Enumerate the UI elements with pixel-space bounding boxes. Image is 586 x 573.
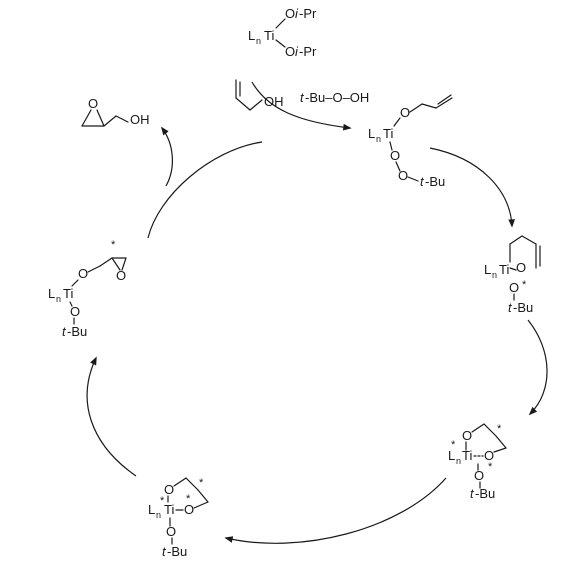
complex3-tbu-oxygen: O xyxy=(474,468,484,483)
complex1-tbu-prefix: t xyxy=(420,174,425,189)
oxidant-label: -Bu–O–OH xyxy=(305,90,369,105)
catalyst-ti-isopropoxide: L n Ti O i -Pr O i -Pr xyxy=(248,6,317,59)
complex5-tbu-oxygen: O xyxy=(70,304,80,319)
complex5-stereo-star: * xyxy=(111,239,116,251)
complex4-star-o: * xyxy=(186,493,191,505)
complex1-metal: Ti xyxy=(383,126,393,141)
complex5-ligand-subscript: n xyxy=(56,294,61,304)
complex4-ligand-subscript: n xyxy=(156,510,161,520)
complex3-star-c: * xyxy=(497,423,502,435)
cycle-arrow-ligand-exchange xyxy=(251,81,352,131)
complex5-metal: Ti xyxy=(63,286,73,301)
allyl-alcohol: OH xyxy=(235,79,284,111)
complex2-oxygen-b: O xyxy=(509,280,519,295)
catalyst-ipr-b-prefix: i xyxy=(295,44,299,59)
complex1-ligand: L xyxy=(368,126,375,141)
complex4-star-ti: * xyxy=(160,495,165,507)
complex5-epox-oxygen: O xyxy=(116,268,126,283)
complex2-ligand: L xyxy=(484,262,491,277)
complex-transition-state-bottom: L n * Ti O * O * O t -Bu xyxy=(148,477,209,559)
oxidant-tbuooh: t -Bu–O–OH xyxy=(300,90,369,105)
complex-transition-state-right: L n * Ti O * O * O t -Bu xyxy=(448,423,507,501)
cycle-arrow-4-to-5 xyxy=(86,356,137,477)
complex2-oxygen-a: O xyxy=(516,260,526,275)
complex4-ring-oxygen: O xyxy=(164,482,174,497)
cycle-arrow-2-to-3 xyxy=(527,319,548,416)
catalyst-ligand-subscript: n xyxy=(256,36,261,46)
complex3-star-ti: * xyxy=(451,439,456,451)
complex4-tbu-oxygen: O xyxy=(166,524,176,539)
allyl-alcohol-oh: OH xyxy=(264,94,284,109)
complex4-ligand: L xyxy=(148,502,155,517)
complex1-tbu-suffix: -Bu xyxy=(425,174,445,189)
complex2-ligand-subscript: n xyxy=(492,270,497,280)
complex2-metal: Ti xyxy=(499,262,509,277)
complex3-tbu-prefix: t xyxy=(470,486,475,501)
complex5-ligand: L xyxy=(48,286,55,301)
complex4-epox-oxygen: O xyxy=(184,502,194,517)
glycidol-epoxide-o: O xyxy=(88,96,98,111)
complex5-tbu-suffix: -Bu xyxy=(67,324,87,339)
complex3-epox-oxygen: O xyxy=(484,448,494,463)
complex1-allyl-oxygen: O xyxy=(400,105,410,120)
cycle-arrow-5-to-1 xyxy=(147,141,263,239)
catalyst-ipr-b-suffix: -Pr xyxy=(299,44,317,59)
complex-epoxy-alkoxide: L n Ti O O * O t -Bu xyxy=(48,239,127,339)
complex3-ligand: L xyxy=(448,448,455,463)
complex2-tbu-prefix: t xyxy=(508,300,513,315)
complex3-tbu-suffix: -Bu xyxy=(475,486,495,501)
catalyst-oxygen-b: O xyxy=(285,44,295,59)
complex1-peroxo-o2: O xyxy=(398,168,408,183)
complex2-stereo-star: * xyxy=(522,279,527,291)
cycle-arrow-3-to-4 xyxy=(224,477,447,544)
complex2-tbu-suffix: -Bu xyxy=(513,300,533,315)
complex-olefin-coordinated: L n Ti O O * t -Bu xyxy=(484,235,541,315)
complex3-ligand-subscript: n xyxy=(456,456,461,466)
catalyst-ipr-a-prefix: i xyxy=(295,6,299,21)
complex3-metal: Ti xyxy=(462,448,472,463)
complex4-tbu-suffix: -Bu xyxy=(167,544,187,559)
complex1-ligand-subscript: n xyxy=(376,134,381,144)
glycidol-oh: OH xyxy=(130,112,150,127)
complex5-tbu-prefix: t xyxy=(62,324,67,339)
catalyst-metal: Ti xyxy=(264,28,274,43)
complex3-ring-oxygen: O xyxy=(462,428,472,443)
oxidant-prefix: t xyxy=(300,90,305,105)
catalyst-oxygen-a: O xyxy=(285,6,295,21)
complex4-metal: Ti xyxy=(164,502,174,517)
complex1-peroxo-o1: O xyxy=(390,148,400,163)
glycidol-product: O OH xyxy=(81,96,150,127)
complex3-star-o: * xyxy=(488,461,493,473)
complex-allyloxy-peroxo: L n Ti O O O t -Bu xyxy=(368,94,453,189)
catalyst-ipr-a-suffix: -Pr xyxy=(299,6,317,21)
complex4-tbu-prefix: t xyxy=(162,544,167,559)
catalyst-ligand: L xyxy=(248,28,255,43)
product-release-arrow xyxy=(160,126,173,187)
complex5-link-oxygen: O xyxy=(78,266,88,281)
complex4-star-c: * xyxy=(199,477,204,489)
cycle-arrow-1-to-2 xyxy=(429,147,515,228)
